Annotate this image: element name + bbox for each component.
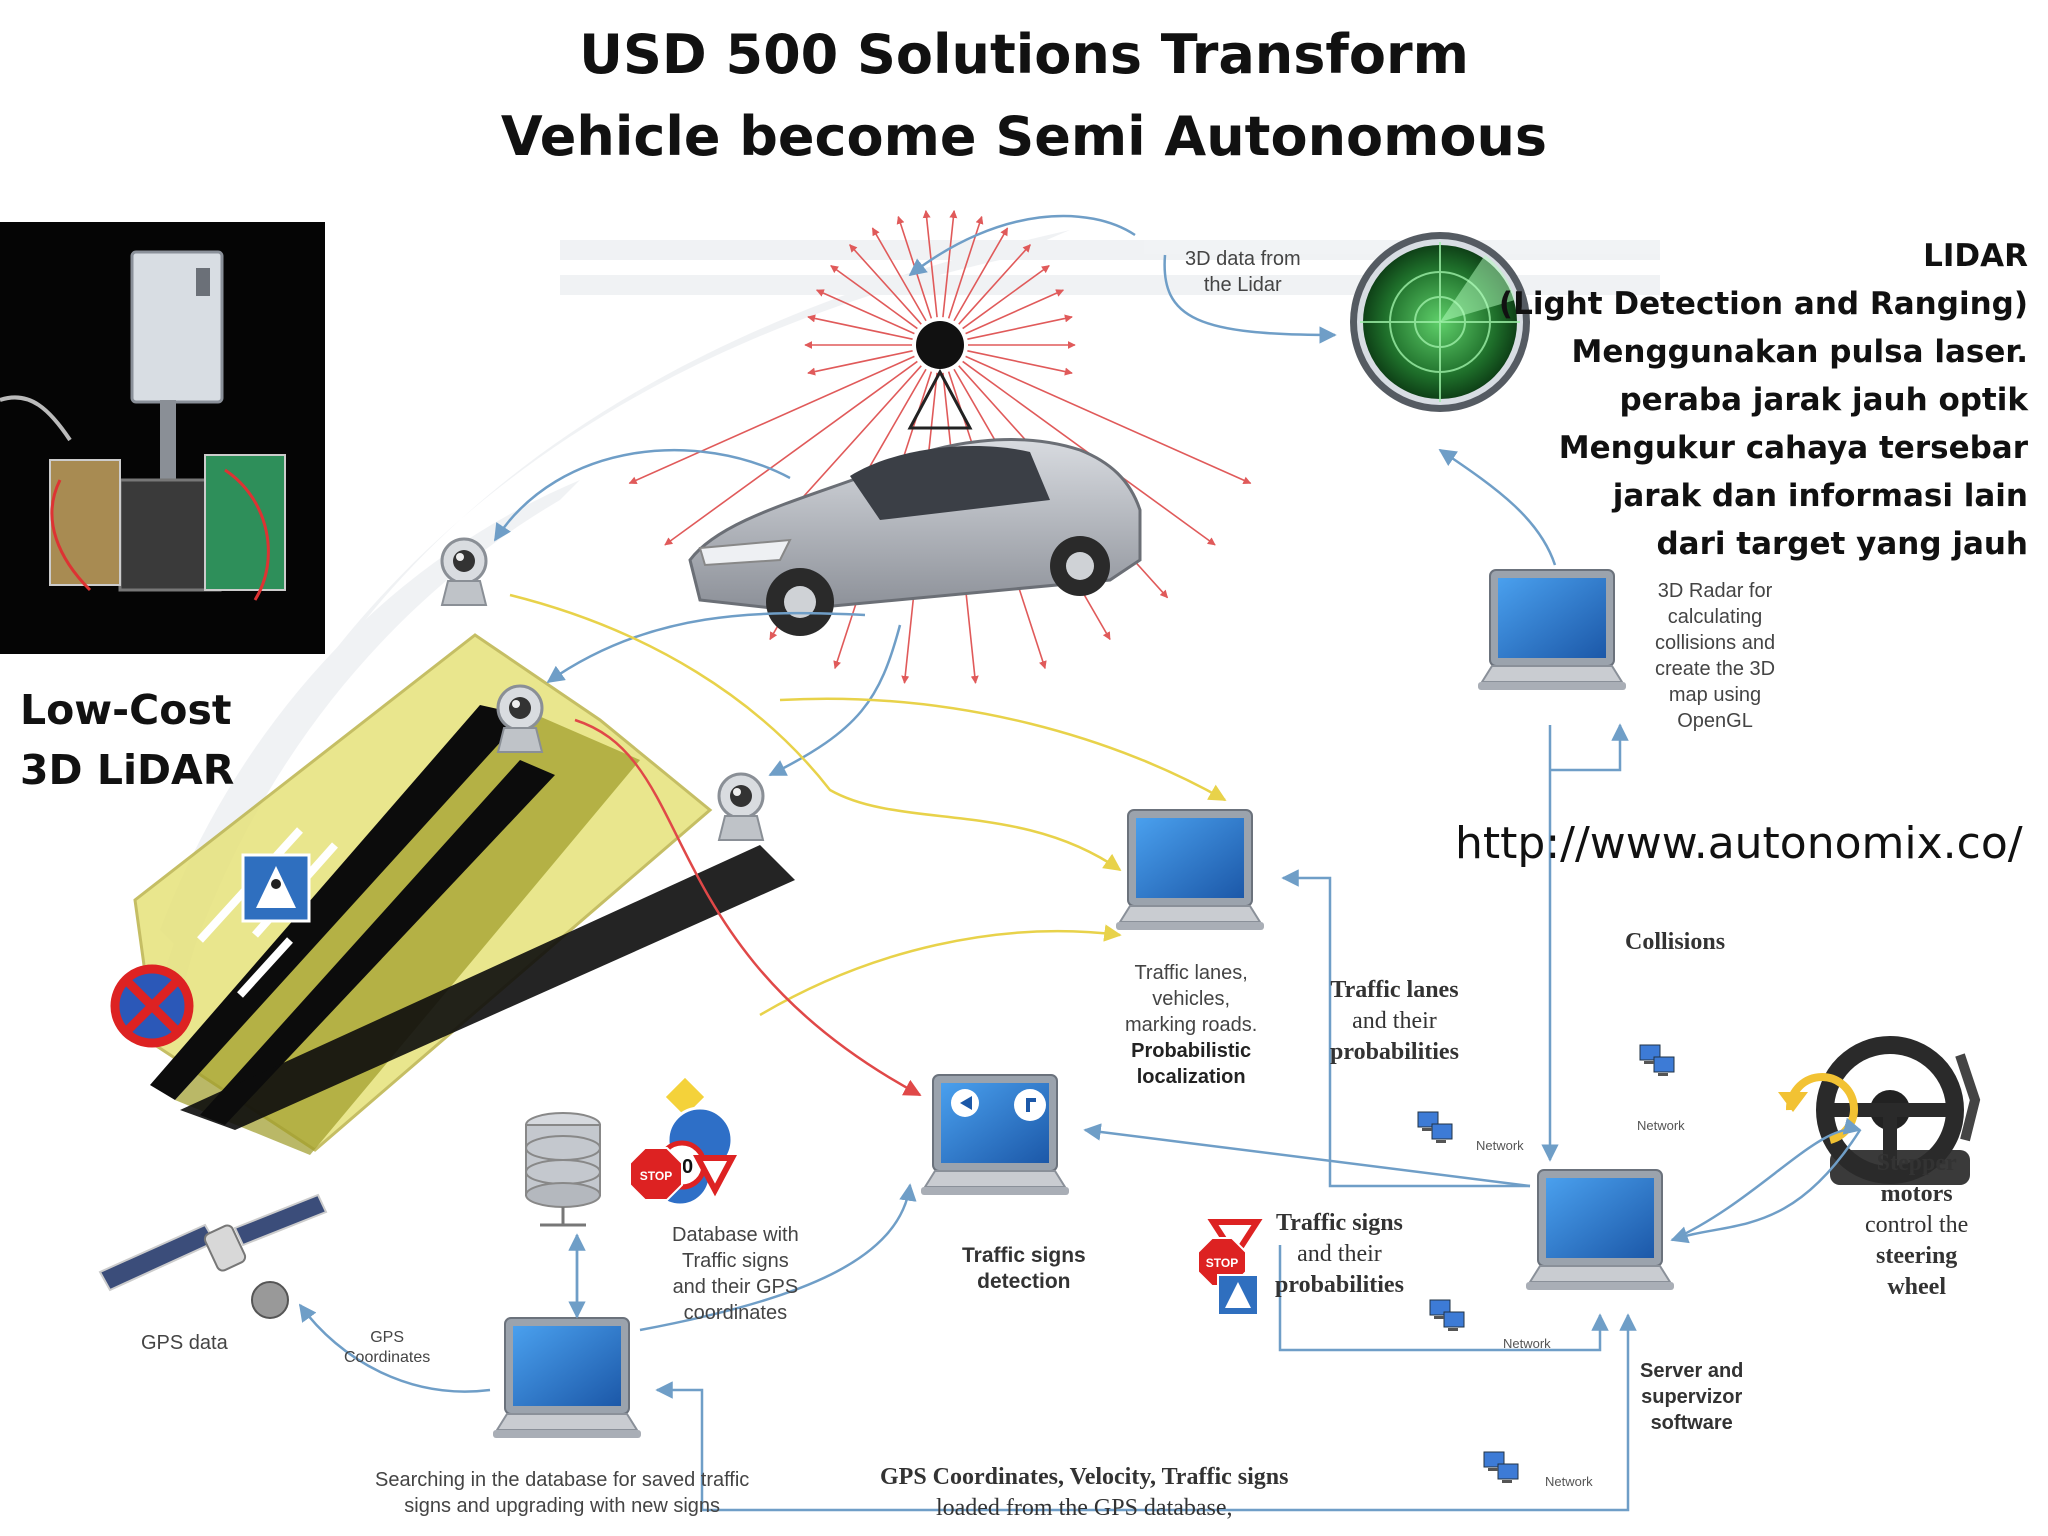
lidar-ray: [807, 314, 913, 340]
lidar-ray: [942, 209, 958, 318]
lidar-line: Mengukur cahaya tersebar: [1558, 430, 2028, 466]
database-caption: Database with Traffic signs and their GP…: [672, 1224, 799, 1324]
car-image: [688, 321, 1142, 636]
low-cost-label-line1: Low-Cost: [20, 686, 232, 734]
network-label: Network: [1503, 1336, 1551, 1351]
lidar-ray: [664, 360, 918, 546]
gps-data-caption: GPS data: [141, 1332, 228, 1354]
lidar-sensor-icon: [916, 321, 964, 369]
lidar-ray: [922, 209, 938, 318]
network-icon-3: [1429, 1299, 1465, 1332]
lidar-ray: [815, 289, 915, 335]
network-icon-4: [1483, 1451, 1519, 1484]
page-title-line1: USD 500 Solutions Transform: [579, 23, 1469, 86]
page-title-line2: Vehicle become Semi Autonomous: [500, 105, 1548, 168]
server-laptop-icon: [1525, 1169, 1675, 1291]
signs-probabilities-caption: Traffic signs and their probabilities: [1275, 1210, 1404, 1298]
server-caption: Server and supervizor software: [1640, 1360, 1744, 1434]
camera-fov: [110, 633, 795, 1155]
network-label: Network: [1476, 1138, 1524, 1153]
steering-wheel-icon: [1778, 1036, 1981, 1185]
lidar-ray: [871, 227, 927, 322]
lidar-line: peraba jarak jauh optik: [1619, 382, 2028, 418]
stop-sign-text-2: STOP: [1206, 1256, 1238, 1270]
camera-1-icon: [440, 537, 488, 607]
lidar-subtitle: (Light Detection and Ranging): [1498, 286, 2028, 322]
lidar-ray: [965, 289, 1065, 335]
lidar-heading: LIDAR: [1923, 238, 2028, 274]
camera-3-icon: [717, 772, 765, 842]
lidar-ray: [830, 265, 918, 330]
lidar-ray: [628, 355, 915, 485]
database-icon: [525, 1112, 601, 1227]
collisions-label: Collisions: [1625, 929, 1726, 955]
lidar-ray: [965, 355, 1252, 485]
lidar-line: Menggunakan pulsa laser.: [1571, 334, 2029, 370]
network-icon-2: [1417, 1111, 1453, 1144]
stop-sign-text-1: STOP: [640, 1169, 672, 1183]
lidar-ray: [849, 244, 922, 325]
lanes-probabilities-caption: Traffic lanes and their probabilities: [1330, 977, 1459, 1065]
lidar-ray: [807, 350, 913, 376]
radar-icon: [1350, 232, 1530, 412]
lidar-ray: [953, 227, 1009, 322]
stepper-caption: Stepper motors control the steering whee…: [1865, 1150, 1969, 1300]
lidar-ray: [967, 350, 1073, 376]
signs-laptop-icon: [920, 1074, 1070, 1196]
no-stopping-icon: [110, 964, 194, 1048]
stop-pedestrian-signs-icon: STOP: [1197, 1219, 1263, 1316]
radar-laptop-icon: [1477, 569, 1627, 691]
satellite-icon: [98, 1193, 328, 1319]
network-label: Network: [1637, 1118, 1685, 1133]
low-cost-label-line2: 3D LiDAR: [20, 746, 235, 794]
lidar-data-caption: 3D data from the Lidar: [1185, 248, 1301, 296]
radar-caption: 3D Radar for calculating collisions and …: [1655, 580, 1776, 732]
lidar-ray: [947, 215, 984, 319]
gps-velocity-caption: GPS Coordinates, Velocity, Traffic signs…: [880, 1464, 1289, 1521]
signs-detection-caption: Traffic signs detection: [962, 1244, 1086, 1293]
search-laptop-icon: [492, 1317, 642, 1439]
lidar-hardware-photo: [0, 222, 325, 654]
traffic-signs-cluster-icon: 30 STOP: [629, 1073, 737, 1207]
searching-caption: Searching in the database for saved traf…: [375, 1469, 750, 1517]
gps-coordinates-caption: GPS Coordinates: [344, 1329, 431, 1366]
camera-2-icon: [496, 684, 544, 754]
network-label: Network: [1545, 1474, 1593, 1489]
lidar-ray: [967, 314, 1073, 340]
lanes-laptop-caption: Traffic lanes, vehicles, marking roads. …: [1125, 962, 1258, 1088]
network-icon-1: [1639, 1044, 1675, 1077]
lidar-ray: [958, 244, 1031, 325]
lidar-ray: [962, 265, 1050, 330]
lanes-laptop-icon: [1115, 809, 1265, 931]
website-url: http://www.autonomix.co/: [1455, 818, 2023, 869]
lidar-line: dari target yang jauh: [1656, 526, 2028, 562]
lidar-line: jarak dan informasi lain: [1612, 478, 2028, 514]
